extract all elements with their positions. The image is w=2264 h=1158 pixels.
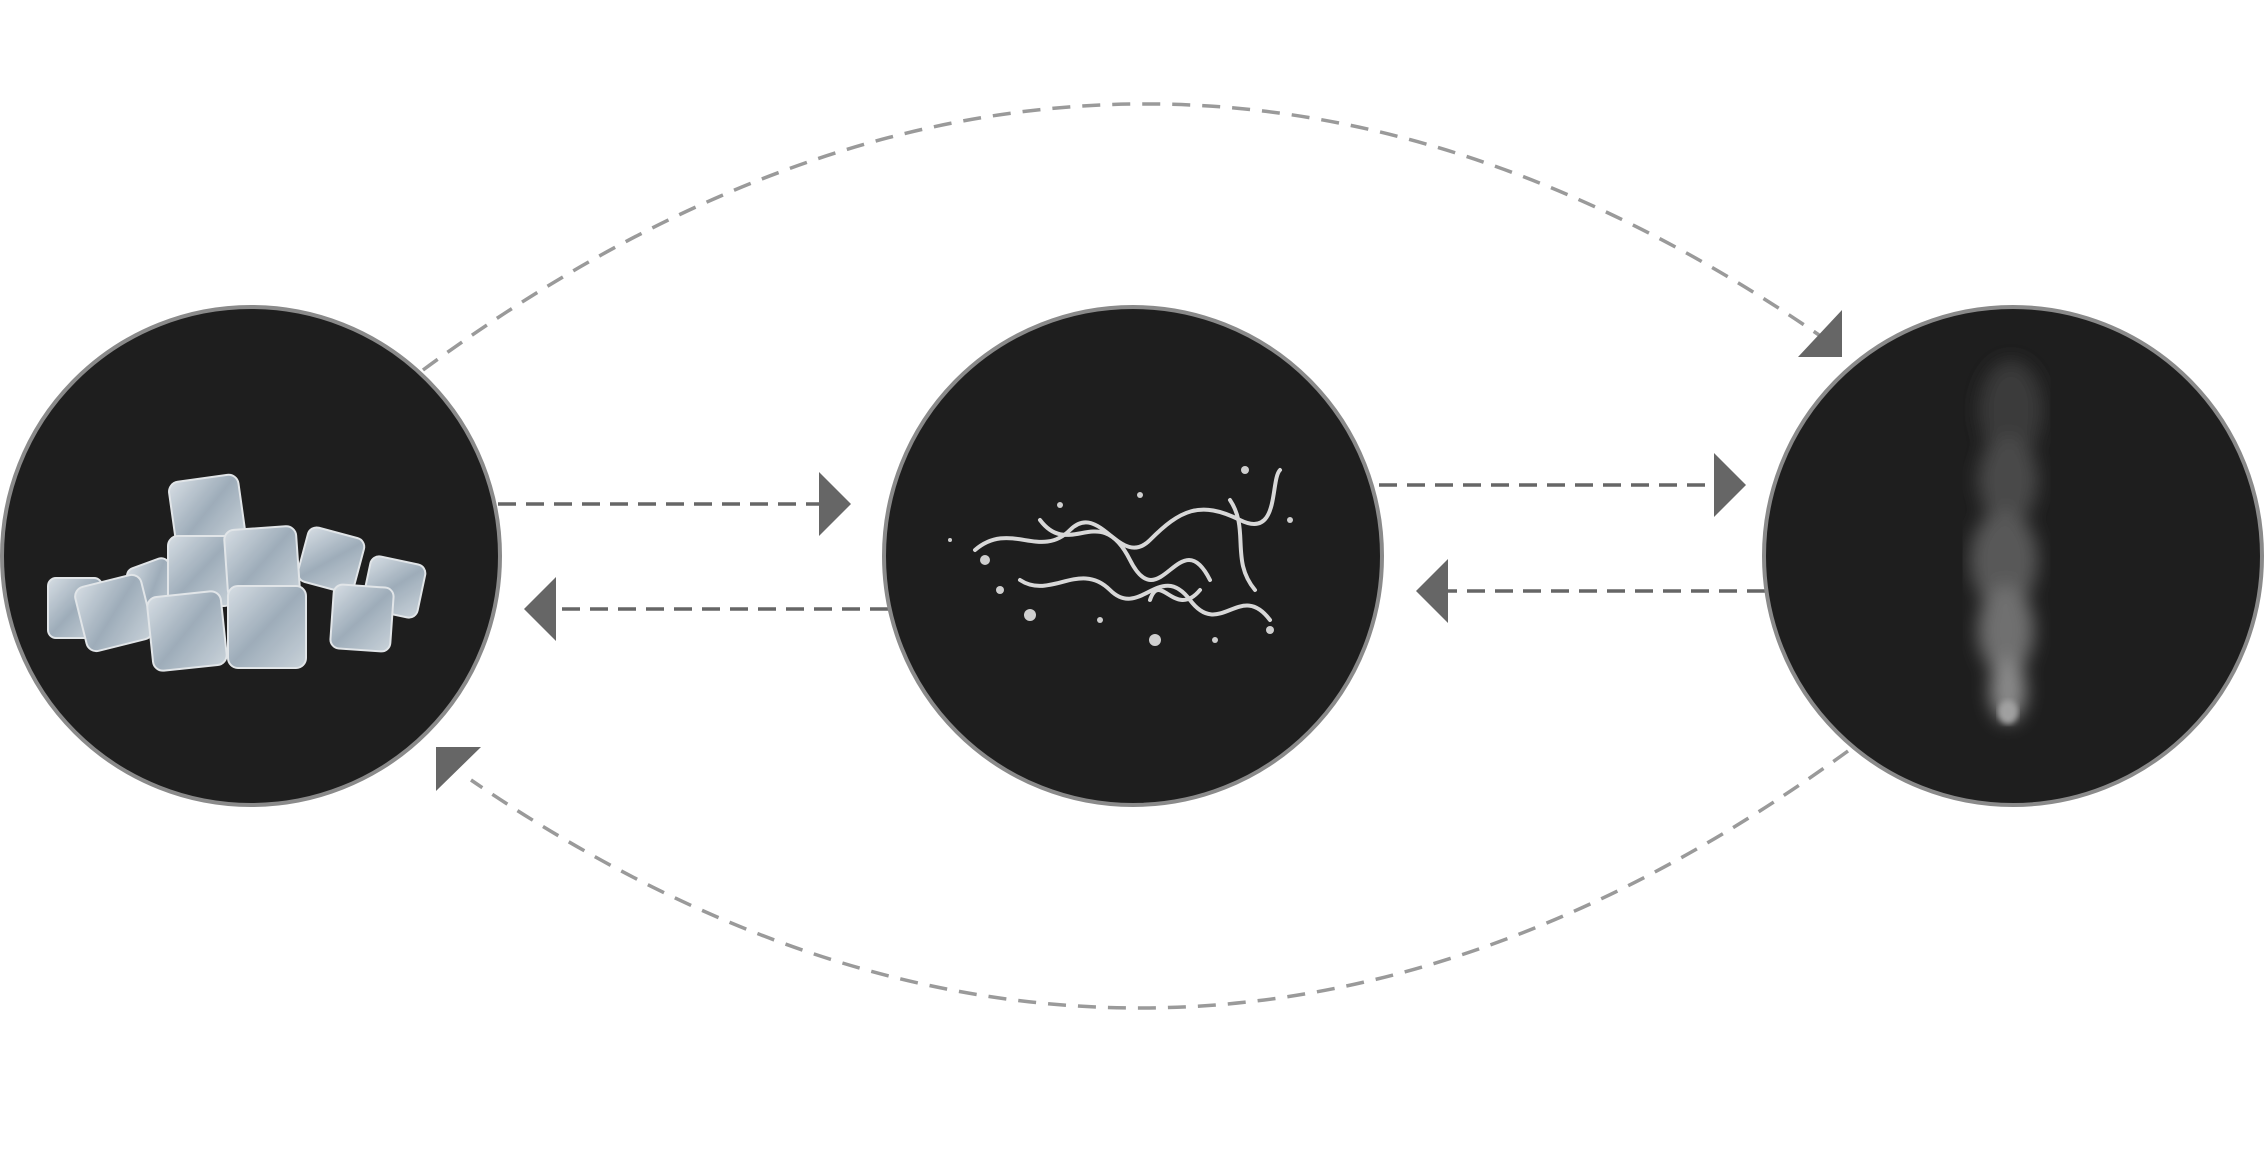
arc-solid-to-gas	[421, 102, 1820, 372]
arrowhead-gas-to-solid	[436, 747, 481, 791]
node-liquid	[882, 305, 1384, 807]
steam-icon	[1970, 360, 2043, 722]
arrowhead-liquid-to-solid	[524, 577, 556, 641]
arrowhead-solid-to-gas	[1798, 310, 1842, 357]
node-solid	[0, 305, 502, 807]
arrowhead-gas-to-liquid	[1416, 559, 1448, 623]
arc-gas-to-solid	[470, 749, 1850, 1010]
arrowhead-solid-to-liquid	[819, 472, 851, 536]
water-splash-icon	[948, 466, 1293, 646]
ice-cubes-icon	[47, 473, 427, 672]
arrowhead-liquid-to-gas	[1714, 453, 1746, 517]
node-gas	[1762, 305, 2264, 807]
steam-source	[1998, 700, 2018, 724]
